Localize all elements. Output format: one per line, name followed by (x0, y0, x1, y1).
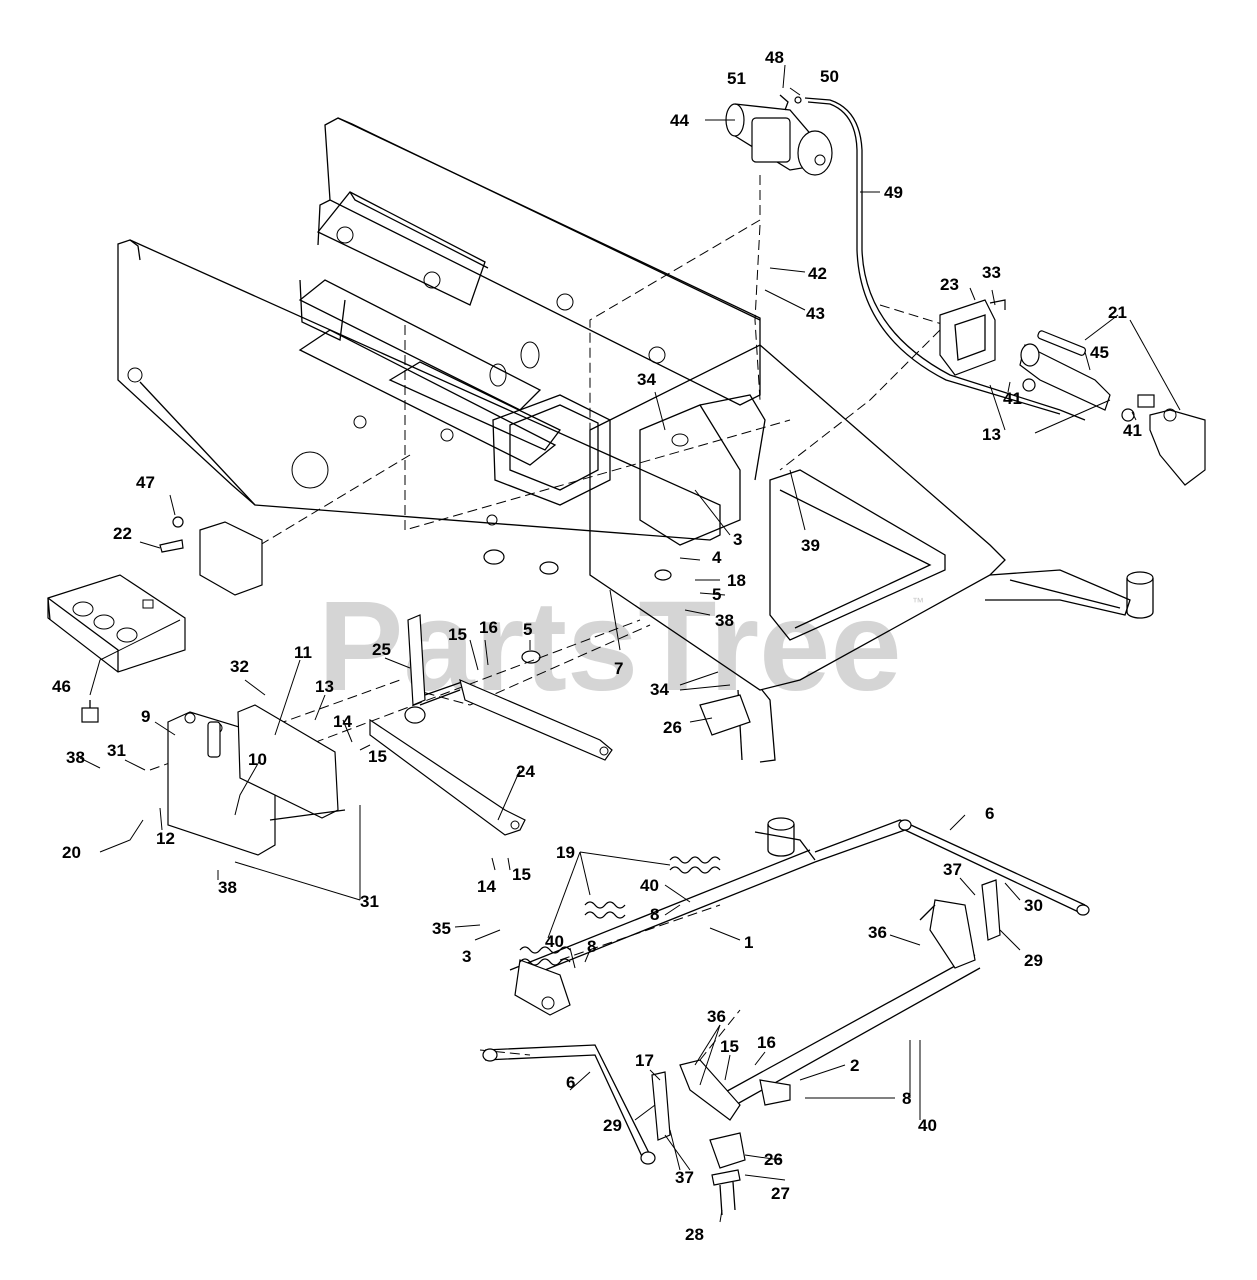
callout-18: 18 (727, 571, 746, 590)
callout-30: 30 (1024, 896, 1043, 915)
callout-48: 48 (765, 48, 784, 67)
callout-13: 13 (982, 425, 1001, 444)
callout-40: 40 (640, 876, 659, 895)
callout-11: 11 (294, 643, 312, 662)
callout-29: 29 (1024, 951, 1043, 970)
callout-34: 34 (637, 370, 656, 389)
callout-46: 46 (52, 677, 71, 696)
callout-37-b: 37 (675, 1168, 694, 1187)
callout-8: 8 (650, 905, 659, 924)
callout-3-b: 3 (462, 947, 471, 966)
callout-10: 10 (248, 750, 267, 769)
callout-4: 4 (712, 548, 722, 567)
callout-45: 45 (1090, 343, 1109, 362)
callout-20: 20 (62, 843, 81, 862)
callout-33: 33 (982, 263, 1001, 282)
callout-37: 37 (943, 860, 962, 879)
callout-29-b: 29 (603, 1116, 622, 1135)
callout-8-c: 8 (902, 1089, 911, 1108)
callout-12: 12 (156, 829, 175, 848)
callout-16: 16 (479, 618, 498, 637)
callout-41-b: 41 (1123, 421, 1142, 440)
callout-7: 7 (614, 659, 623, 678)
callout-5-b: 5 (523, 620, 532, 639)
callout-27: 27 (771, 1184, 790, 1203)
springs (519, 856, 721, 966)
callout-36-b: 36 (707, 1007, 726, 1026)
watermark-trademark: ™ (912, 595, 924, 609)
callout-6: 6 (985, 804, 994, 823)
callout-28: 28 (685, 1225, 704, 1244)
lift-links (369, 614, 613, 836)
callout-14-b: 14 (477, 877, 496, 896)
callout-9: 9 (141, 707, 150, 726)
callout-19: 19 (556, 843, 575, 862)
callout-22: 22 (113, 524, 132, 543)
callout-23: 23 (940, 275, 959, 294)
control-panel (47, 516, 263, 723)
watermark-text: PartsTree (318, 575, 902, 718)
callout-2: 2 (850, 1056, 859, 1075)
callout-15: 15 (448, 625, 467, 644)
callout-35: 35 (432, 919, 451, 938)
callout-38: 38 (715, 611, 734, 630)
actuator-motor (725, 94, 1086, 421)
axle-assemblies (482, 694, 1090, 1216)
callout-39: 39 (801, 536, 820, 555)
callout-31: 31 (107, 741, 126, 760)
callout-49: 49 (884, 183, 903, 202)
callout-leaders (79, 64, 1181, 1223)
callout-6-b: 6 (566, 1073, 575, 1092)
callout-40-b: 40 (545, 932, 564, 951)
callout-26: 26 (663, 718, 682, 737)
callout-21: 21 (1108, 303, 1127, 322)
callout-25: 25 (372, 640, 391, 659)
callout-15-b: 15 (368, 747, 387, 766)
callout-40-c: 40 (918, 1116, 937, 1135)
callout-13-b: 13 (315, 677, 334, 696)
callout-47: 47 (136, 473, 155, 492)
callout-14: 14 (333, 712, 352, 731)
callout-38-b: 38 (66, 748, 85, 767)
callout-1: 1 (744, 933, 753, 952)
callout-38-c: 38 (218, 878, 237, 897)
callout-32: 32 (230, 657, 249, 676)
callout-41: 41 (1003, 389, 1022, 408)
callout-5: 5 (712, 585, 721, 604)
callout-51: 51 (727, 69, 746, 88)
callout-24: 24 (516, 762, 535, 781)
callout-8-b: 8 (587, 937, 596, 956)
callout-31-b: 31 (360, 892, 379, 911)
callout-3: 3 (733, 530, 742, 549)
callout-26-b: 26 (764, 1150, 783, 1169)
callout-15-d: 15 (720, 1037, 739, 1056)
callout-labels: 48 50 51 44 49 42 43 33 23 21 45 41 41 1… (52, 48, 1142, 1244)
lift-actuator (939, 299, 1206, 486)
height-adjust-plates (167, 704, 346, 856)
callout-42: 42 (808, 264, 827, 283)
callout-15-c: 15 (512, 865, 531, 884)
callout-44: 44 (670, 111, 689, 130)
callout-36: 36 (868, 923, 887, 942)
callout-16-b: 16 (757, 1033, 776, 1052)
callout-50: 50 (820, 67, 839, 86)
main-frame (117, 117, 1154, 857)
callout-17: 17 (635, 1051, 654, 1070)
callout-34-b: 34 (650, 680, 669, 699)
callout-43: 43 (806, 304, 825, 323)
